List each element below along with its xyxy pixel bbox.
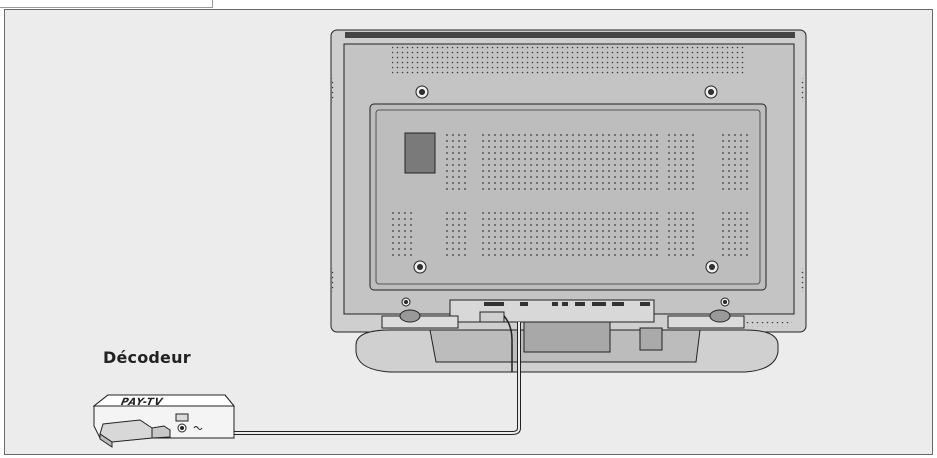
cable-icon — [172, 311, 521, 435]
tv-back-view-icon — [330, 29, 807, 333]
scart-plug-icon — [99, 419, 171, 448]
paytv-label: PAY-TV — [119, 397, 165, 408]
tv-stand-icon — [355, 309, 779, 373]
top-tab — [0, 0, 213, 8]
decoder-label: Décodeur — [103, 348, 191, 367]
